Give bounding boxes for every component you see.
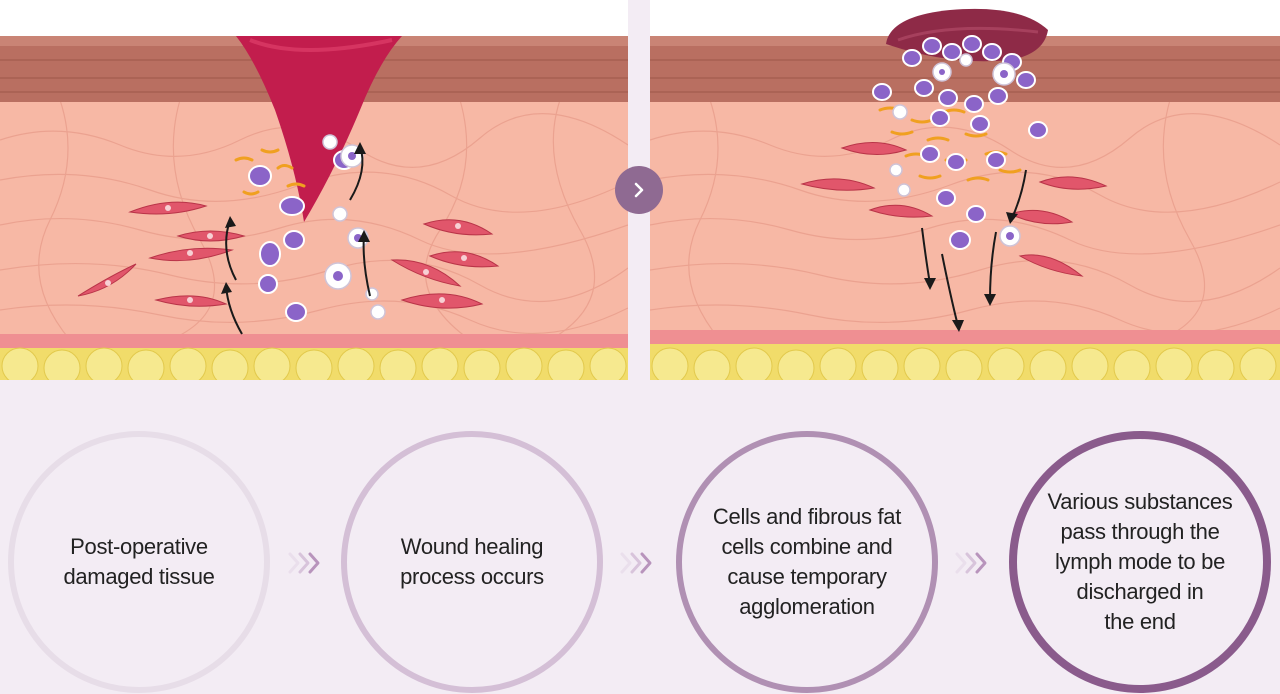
step-circle-2: Wound healing process occurs <box>341 431 603 693</box>
skin-cross-section-right <box>650 8 1280 380</box>
basement-layer <box>0 334 628 348</box>
chevron-right-icon <box>634 182 644 198</box>
triple-chevron-right-icon <box>620 552 652 574</box>
immune-cells <box>248 150 355 322</box>
step-circle-1: Post-operative damaged tissue <box>8 431 270 693</box>
next-button[interactable] <box>615 166 663 214</box>
step-circle-3: Cells and fibrous fat cells combine and … <box>676 431 938 693</box>
triple-chevron-right-icon <box>288 552 320 574</box>
illustration-agglomeration-drainage <box>650 0 1280 380</box>
step-label-4: Various substances pass through the lymp… <box>1047 489 1233 634</box>
step-circle-4: Various substances pass through the lymp… <box>1009 431 1271 693</box>
step-label-2: Wound healing process occurs <box>400 534 544 589</box>
basement-layer <box>650 330 1280 344</box>
immune-cells <box>872 35 1048 250</box>
illustration-wound-healing <box>0 0 628 380</box>
skin-cross-section-left <box>0 36 628 380</box>
step-label-3: Cells and fibrous fat cells combine and … <box>712 504 902 619</box>
wound-opening <box>236 36 402 222</box>
triple-chevron-right-icon <box>955 552 987 574</box>
step-label-1: Post-operative damaged tissue <box>63 534 215 589</box>
fibroblast-cells <box>800 141 1108 277</box>
